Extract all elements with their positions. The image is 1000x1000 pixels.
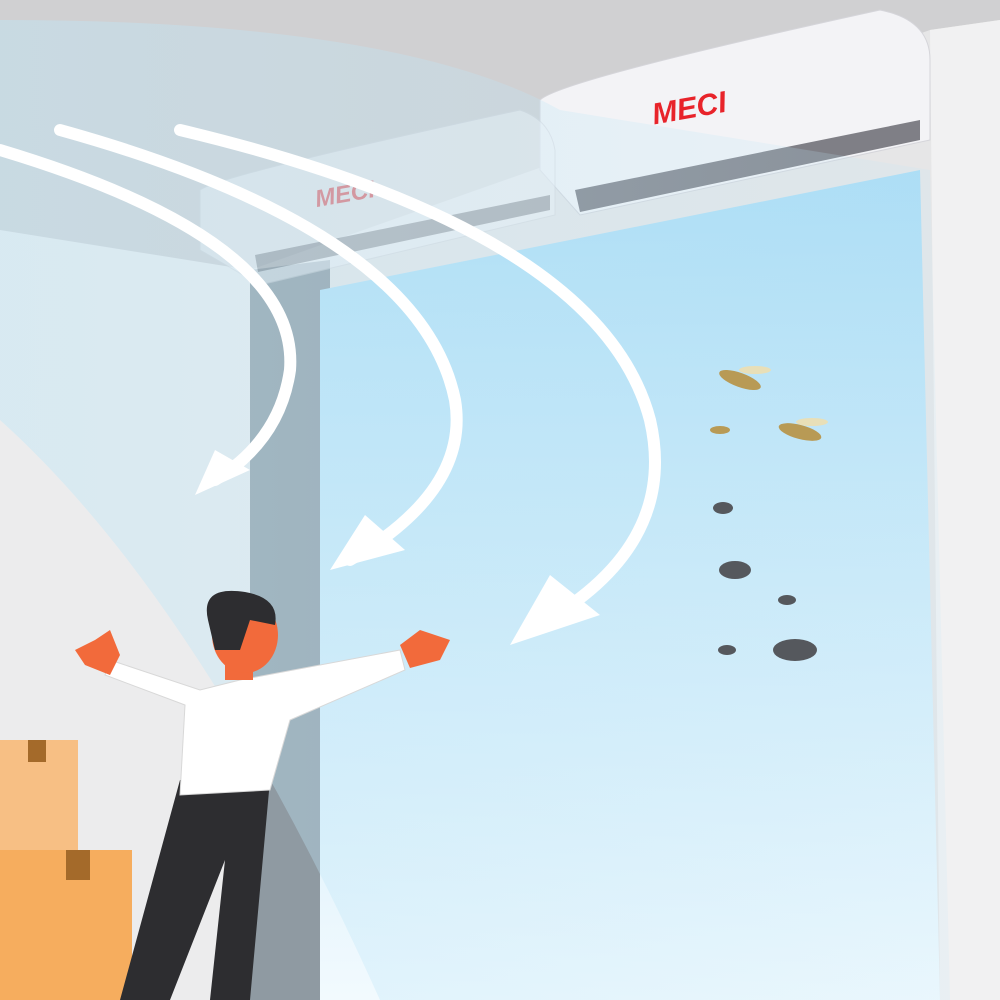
person bbox=[75, 590, 450, 1000]
insect bbox=[778, 595, 796, 605]
insect bbox=[710, 426, 730, 434]
insect bbox=[719, 561, 751, 579]
airflow-arrow bbox=[54, 124, 463, 566]
insects bbox=[710, 366, 828, 661]
insect bbox=[713, 502, 733, 514]
airflow-arrow bbox=[0, 144, 297, 486]
insect bbox=[773, 639, 817, 661]
insect bbox=[778, 418, 828, 441]
airflow-arrow bbox=[174, 124, 661, 636]
arrow-heads bbox=[195, 450, 600, 645]
insect bbox=[719, 366, 771, 390]
right-wall bbox=[930, 20, 1000, 1000]
insect bbox=[718, 645, 736, 655]
airflow-arrows bbox=[0, 124, 661, 636]
cardboard-box bbox=[0, 740, 132, 1000]
